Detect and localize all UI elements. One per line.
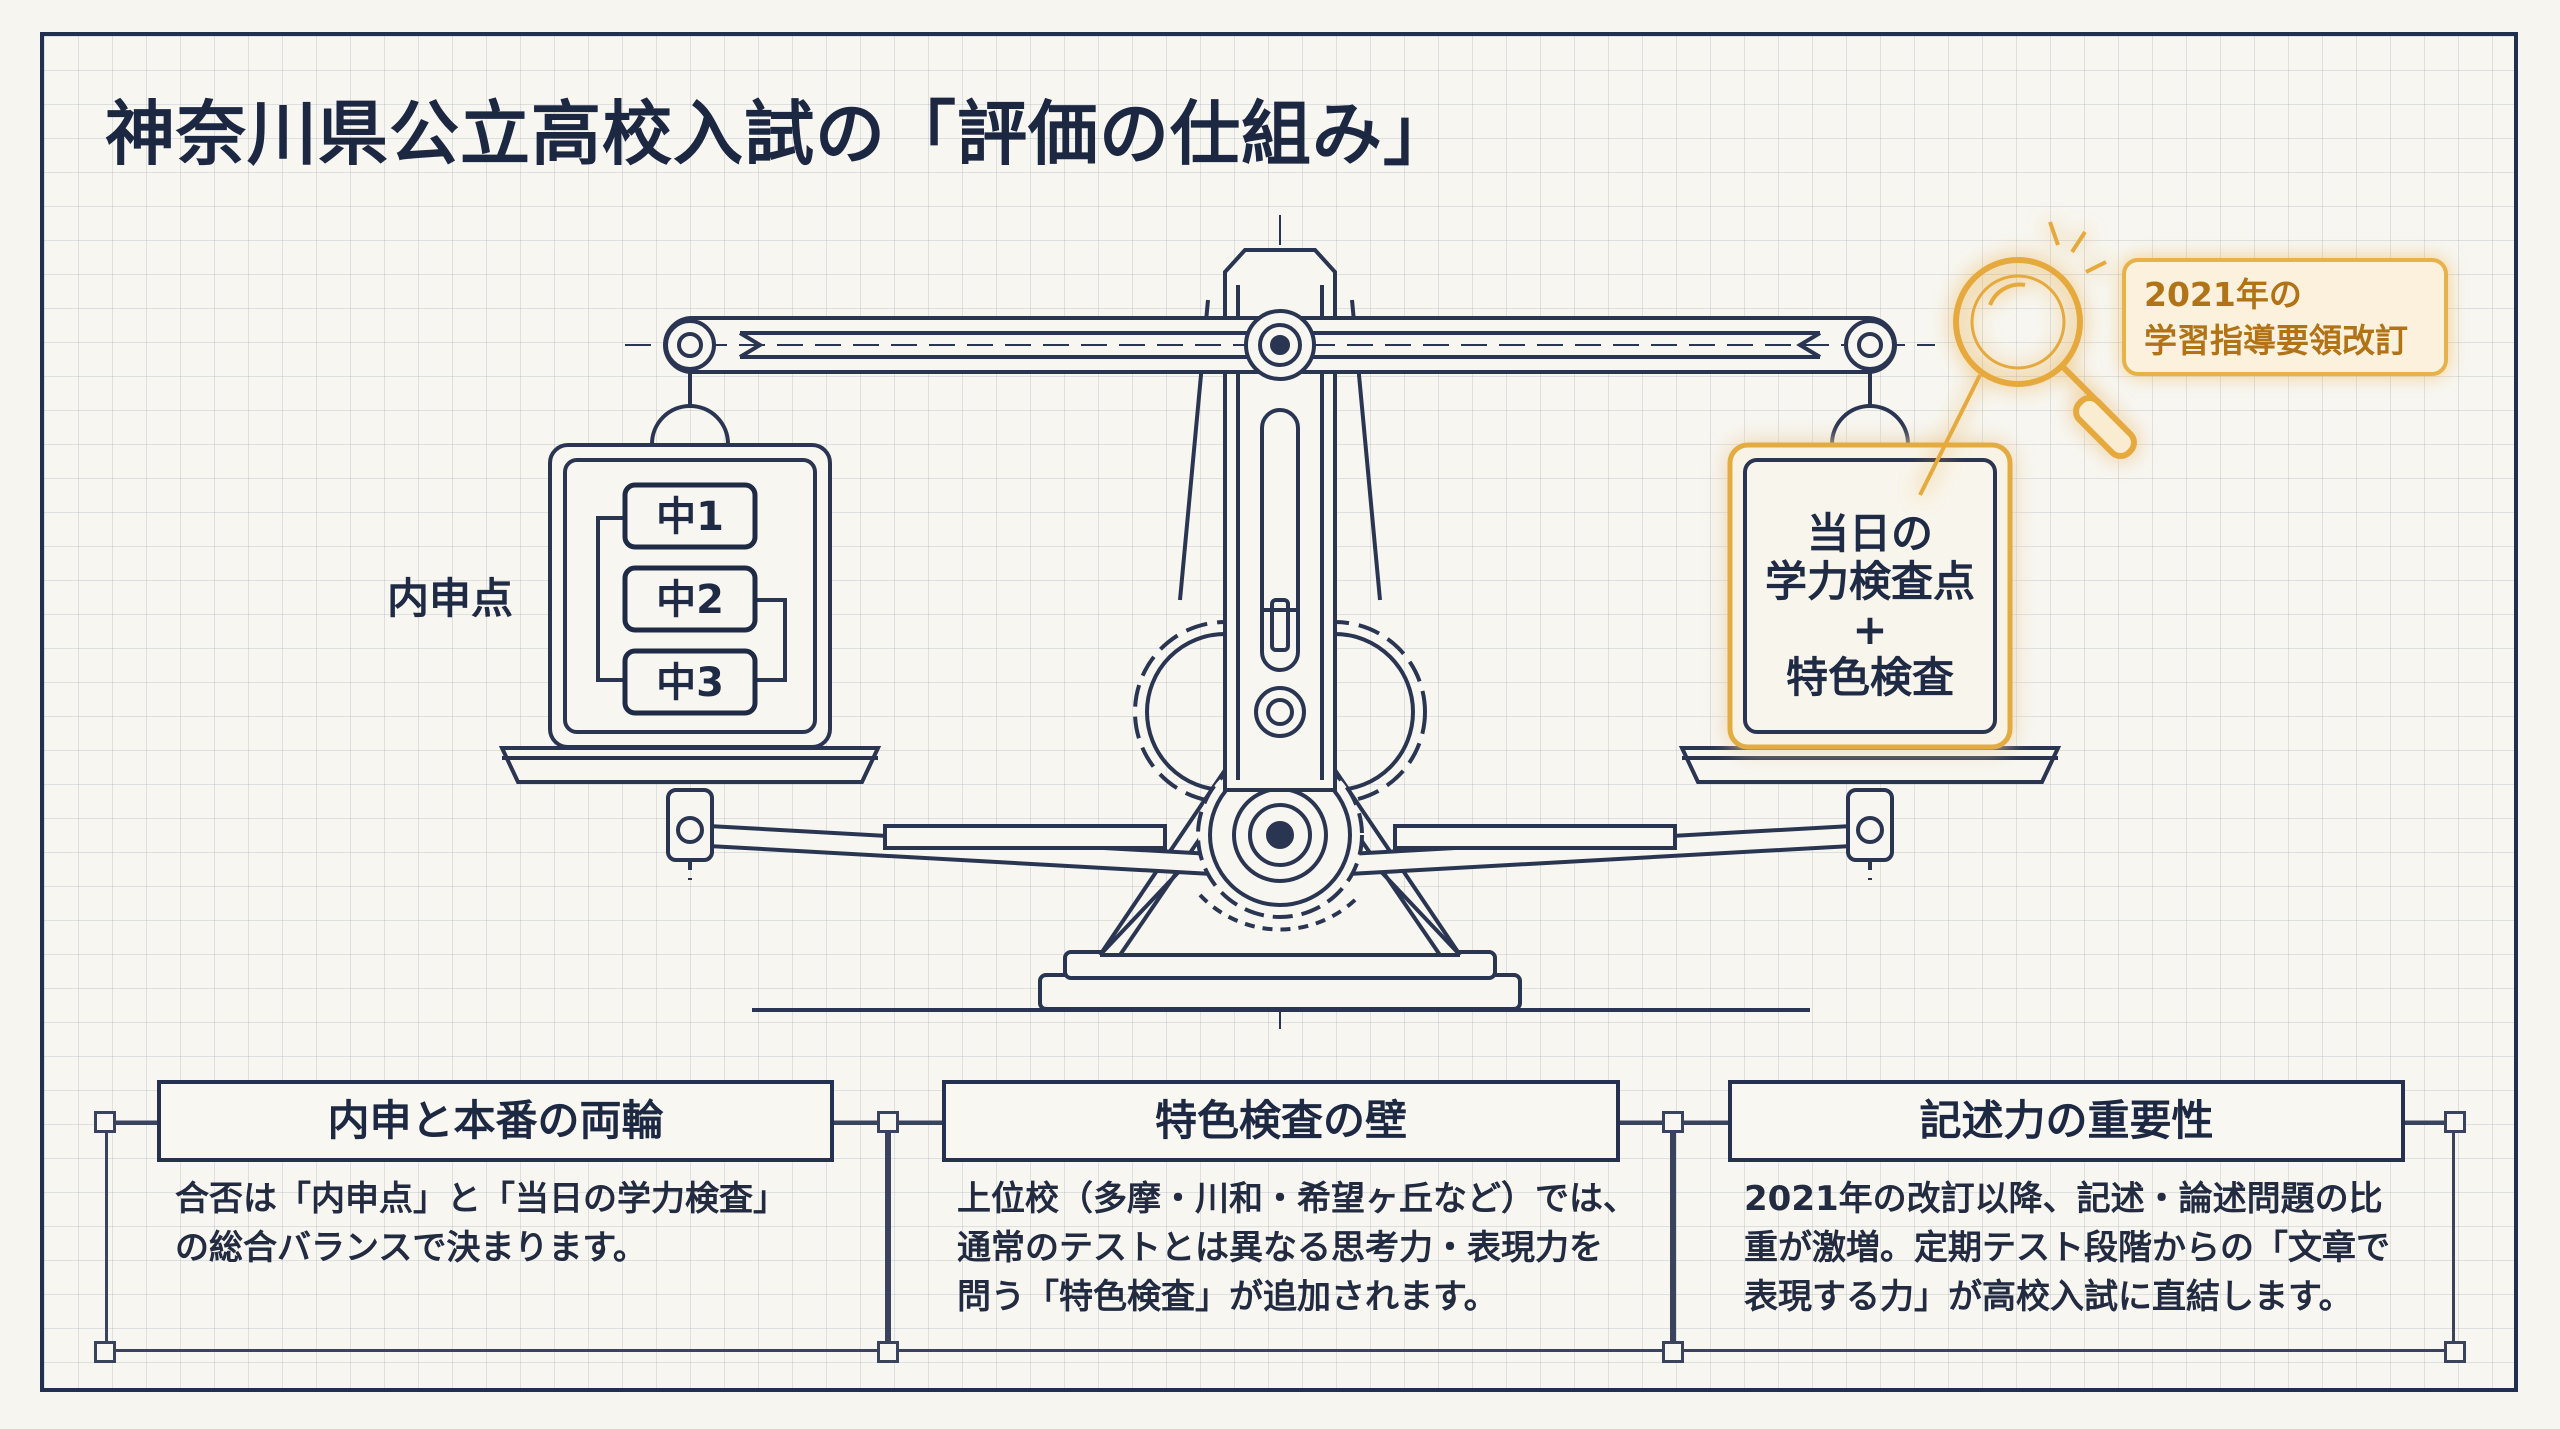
panel-1-line-1: 合否は「内申点」と「当日の学力検査」 (175, 1179, 787, 1219)
left-pan-item-3: 中3 (622, 648, 758, 716)
right-pan-line-2: 学力検査点 (1765, 557, 1975, 606)
right-pan-line-1: 当日の (1807, 509, 1933, 558)
panel-1-line-2: の総合バランスで決まります。 (175, 1228, 647, 1268)
lower-arm (688, 822, 1872, 878)
callout-line-2: 学習指導要領改訂 (2144, 321, 2408, 360)
scale-base (1038, 858, 1522, 1011)
panel-2-line-1: 上位校（多摩・川和・希望ヶ丘など）では、 (957, 1179, 1637, 1219)
right-pan-line-3: + (1852, 605, 1887, 654)
revision-callout: 2021年の 学習指導要領改訂 (2122, 258, 2448, 376)
left-pan-item-2: 中2 (622, 565, 758, 633)
panel-3-body: 2021年の改訂以降、記述・論述問題の比 重が激増。定期テスト段階からの「文章で… (1744, 1175, 2390, 1322)
svg-text:中2: 中2 (656, 577, 724, 623)
right-pan (1678, 746, 2062, 784)
panel-1-body: 合否は「内申点」と「当日の学力検査」 の総合バランスで決まります。 (175, 1175, 787, 1273)
frame-corner (877, 1341, 899, 1363)
frame-corner (1662, 1341, 1684, 1363)
frame-corner (94, 1341, 116, 1363)
left-pan-item-1: 中1 (622, 482, 758, 550)
svg-text:中3: 中3 (656, 660, 724, 706)
callout-line-1: 2021年の (2144, 275, 2302, 314)
frame-corner (877, 1111, 899, 1133)
panel-1-title: 内申と本番の両輪 (157, 1080, 834, 1162)
panel-2-line-3: 問う「特色検査」が追加されます。 (957, 1277, 1498, 1317)
panel-2-line-2: 通常のテストとは異なる思考力・表現力を (957, 1228, 1603, 1268)
scale-beam (625, 309, 1935, 381)
frame-corner (94, 1111, 116, 1133)
hangers (650, 369, 1910, 880)
svg-text:中1: 中1 (656, 494, 724, 540)
panel-3-title: 記述力の重要性 (1728, 1080, 2405, 1162)
magnifier-icon (1918, 221, 2137, 496)
panel-2-body: 上位校（多摩・川和・希望ヶ丘など）では、 通常のテストとは異なる思考力・表現力を… (957, 1175, 1637, 1322)
right-pan-line-4: 特色検査 (1786, 653, 1954, 702)
panel-2-title: 特色検査の壁 (942, 1080, 1620, 1162)
frame-corner (2444, 1111, 2466, 1133)
page-title: 神奈川県公立高校入試の「評価の仕組み」 (105, 93, 1454, 175)
panel-3-line-3: 表現する力」が高校入試に直結します。 (1744, 1277, 2353, 1317)
frame-corner (2444, 1341, 2466, 1363)
frame-corner (1662, 1111, 1684, 1133)
right-pan-box (1727, 442, 2013, 750)
panel-3-line-2: 重が激増。定期テスト段階からの「文章で (1744, 1228, 2390, 1268)
panel-3-line-1: 2021年の改訂以降、記述・論述問題の比 (1744, 1179, 2383, 1219)
left-pan-label: 内申点 (387, 574, 513, 623)
